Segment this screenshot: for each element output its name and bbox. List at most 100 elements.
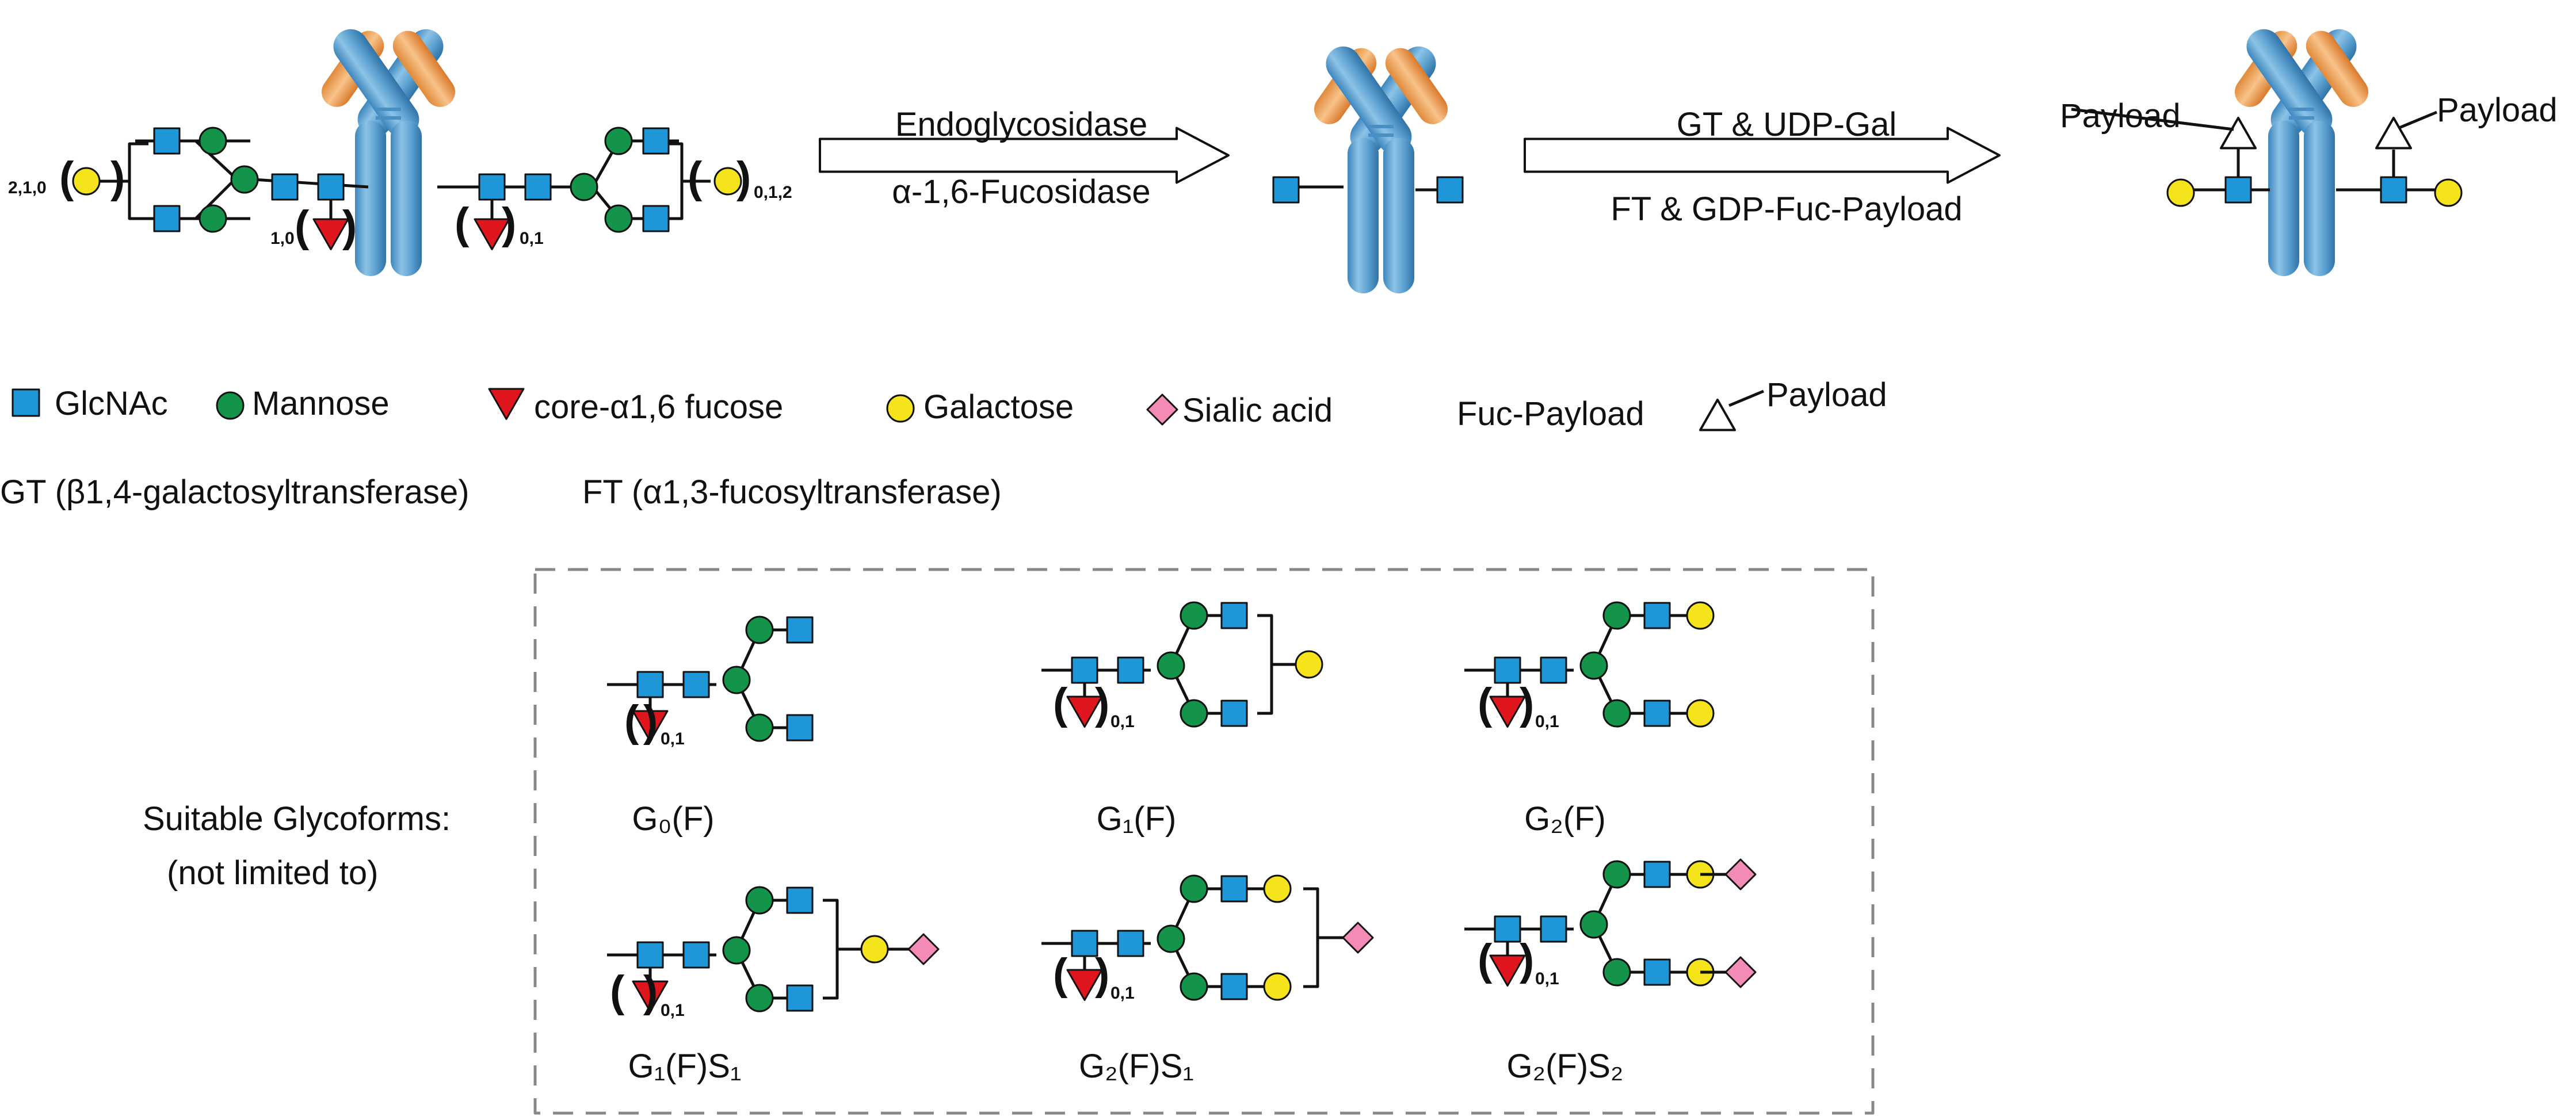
glycoform-name-g0f: G₀(F) [632,800,715,838]
glcnac-square-icon [2380,176,2407,204]
glcnac-square-icon [1643,602,1671,629]
galactose-circle-icon [1686,601,1715,630]
g0f-open-paren: ( [624,697,639,746]
g2fs1-open-paren: ( [1053,950,1068,999]
linkage-bond [2399,110,2437,129]
glycoform-name-g2fs2: G₂(F)S₂ [1506,1048,1624,1085]
glycoform-name-g1f: G₁(F) [1096,800,1177,838]
sialic-acid-diamond-icon [1724,858,1757,890]
payload-triangle-icon [2220,117,2257,150]
mannose-circle-icon [604,204,633,233]
mannose-circle-icon [745,616,774,644]
glcnac-square-icon [1643,861,1671,888]
mannose-circle-icon [745,984,774,1012]
glcnac-square-icon [153,205,181,232]
legend-galactose-label: Galactose [923,388,1074,426]
fucose-triangle-icon [474,218,510,250]
reaction-arrow-icon [819,127,1230,184]
glcnac-square-icon [1117,930,1144,957]
mannose-circle-icon [199,127,227,155]
g2fs1-close-paren: ) [1095,950,1110,999]
galactose-circle-icon [886,394,915,423]
glcnac-square-icon [153,127,181,155]
step2-reagent-label: GT & UDP-Gal [1676,106,1897,143]
glcnac-square-icon [1071,930,1098,957]
gt-definition: GT (β1,4-galactosyltransferase) [0,473,470,511]
step1-enzyme-label: Endoglycosidase [895,106,1148,143]
glcnac-square-icon [1272,176,1300,204]
g1fs1-open-paren: ( [610,967,625,1016]
payload-label-right: Payload [2437,91,2558,129]
glcnac-square-icon [682,941,710,969]
legend-sialic-label: Sialic acid [1182,392,1333,429]
mannose-circle-icon [570,173,598,201]
fucose-triangle-icon [632,980,669,1012]
glcnac-square-icon [642,205,670,232]
fucose-right-open-paren: ( [455,199,470,248]
glycoform-panel-border [533,568,1875,1115]
fucose-right-close-paren: ) [502,199,517,248]
fucose-triangle-icon [632,710,669,742]
fucose-triangle-icon [1066,695,1103,728]
mannose-circle-icon [604,127,633,155]
sialic-acid-diamond-icon [1724,956,1757,988]
mannose-circle-icon [1579,910,1608,939]
fucose-triangle-icon [1489,954,1526,987]
galactose-circle-icon [713,167,742,196]
mannose-circle-icon [745,886,774,915]
legend-fuc-payload-label: Fuc-Payload [1457,395,1644,433]
legend-payload-label: Payload [1766,376,1887,414]
galactose-circle-icon [2166,178,2195,207]
payload-triangle-icon [1699,399,1736,431]
mannose-circle-icon [1180,874,1208,903]
galactose-circle-icon [1686,699,1715,728]
fucose-count-left: 1,0 [270,229,295,248]
mannose-circle-icon [1180,699,1208,728]
glcnac-square-icon [1220,875,1248,903]
mannose-circle-icon [230,165,259,194]
glycoform-name-g2fs1: G₂(F)S₁ [1079,1048,1194,1085]
g2fs2-close-paren: ) [1520,935,1535,984]
left-gal-close-paren: ) [110,153,125,202]
glycoforms-subheading: (not limited to) [167,854,379,892]
sialic-acid-diamond-icon [1146,393,1178,426]
mannose-circle-icon [1602,958,1631,987]
glycoforms-heading: Suitable Glycoforms: [143,800,451,838]
glcnac-square-icon [636,941,664,969]
step1-enzyme2-label: α-1,6-Fucosidase [892,173,1151,211]
glcnac-square-icon [524,173,552,201]
glcnac-square-icon [1643,700,1671,727]
g2f-open-paren: ( [1478,679,1493,728]
mannose-circle-icon [1180,972,1208,1001]
fucose-left-open-paren: ( [295,202,310,251]
glcnac-square-icon [786,616,814,644]
g1f-fucose-count: 0,1 [1110,712,1135,731]
glcnac-square-icon [1071,656,1098,684]
g1f-close-paren: ) [1095,679,1110,728]
linkage-bond [2071,108,2234,131]
right-gal-count: 0,1,2 [754,183,792,202]
glycoform-name-g1fs1: G₁(F)S₁ [628,1048,742,1085]
sialic-acid-diamond-icon [1342,922,1374,954]
glcnac-square-icon [682,671,710,698]
legend-fucose-label: core-α1,6 fucose [534,388,784,426]
mannose-circle-icon [1579,651,1608,680]
mannose-circle-icon [1180,601,1208,630]
bracket [1257,614,1273,715]
bracket [128,142,148,220]
glcnac-square-icon [636,671,664,698]
glcnac-square-icon [1494,915,1521,943]
glcnac-square-icon [1540,656,1567,684]
glcnac-square-icon [317,173,345,201]
glcnac-square-icon [642,127,670,155]
sialic-acid-diamond-icon [907,933,940,965]
glcnac-square-icon [786,984,814,1012]
g2f-close-paren: ) [1520,679,1535,728]
legend-glcnac-label: GlcNAc [55,385,168,422]
glcnac-square-icon [1220,700,1248,727]
mannose-circle-icon [722,936,751,965]
g0f-fucose-count: 0,1 [661,729,685,748]
glcnac-square-icon [1436,176,1464,204]
left-gal-open-paren: ( [59,153,74,202]
